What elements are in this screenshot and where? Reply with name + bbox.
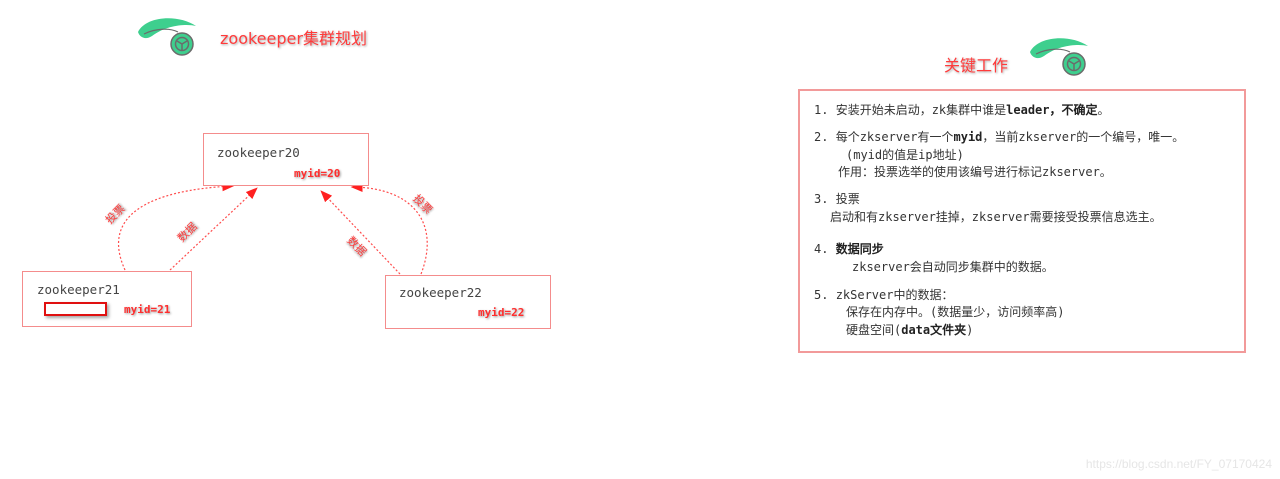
item-text: 投票 [835, 192, 860, 206]
item-5-sub-1: 保存在内存中。(数据量少，访问频率高) [846, 305, 1065, 319]
watermark: https://blog.csdn.net/FY_07170424 [1085, 457, 1272, 471]
key-work-title: 关键工作 [944, 56, 1009, 75]
edge-data-22-20 [320, 190, 401, 275]
edge-label-data: 数据 [174, 219, 200, 245]
item-text: 安装开始未启动，zk集群中谁是 [835, 103, 1007, 117]
node-name: zookeeper22 [399, 285, 482, 300]
item-4-sub-1: zkserver会自动同步集群中的数据。 [852, 260, 1054, 274]
key-work-box: 1. 安装开始未启动，zk集群中谁是leader，不确定。 2. 每个zkser… [798, 89, 1246, 353]
item-text: ) [966, 323, 974, 337]
myid-label: myid=21 [124, 303, 171, 316]
edge-label-vote: 投票 [102, 201, 128, 227]
node-zookeeper20: zookeeper20 myid=20 [203, 133, 369, 186]
item-text: 硬盘空间( [846, 323, 902, 337]
item-1: 1. 安装开始未启动，zk集群中谁是leader，不确定。 [814, 101, 1110, 118]
node-zookeeper22: zookeeper22 myid=22 [385, 275, 551, 329]
item-text: 。 [1097, 103, 1110, 117]
item-num: 1. [814, 103, 829, 117]
myid-label: myid=20 [294, 167, 341, 180]
item-3: 3. 投票 [814, 190, 860, 207]
item-bold: 数据同步 [835, 242, 884, 256]
myid-label: myid=22 [478, 306, 525, 319]
item-bold: myid [953, 130, 983, 144]
item-2: 2. 每个zkserver有一个myid，当前zkserver的一个编号，唯一。 [814, 128, 1184, 145]
node-name: zookeeper21 [37, 282, 120, 297]
item-5-sub-2: 硬盘空间(data文件夹) [846, 321, 973, 338]
item-num: 2. [814, 130, 829, 144]
item-3-sub-1: 启动和有zkserver挂掉，zkserver需要接受投票信息选主。 [830, 210, 1162, 224]
item-text: zkServer中的数据： [835, 288, 954, 302]
item-2-sub-1: (myid的值是ip地址) [846, 148, 964, 162]
item-5: 5. zkServer中的数据： [814, 286, 954, 303]
item-bold: leader，不确定 [1006, 103, 1098, 117]
item-num: 3. [814, 192, 829, 206]
item-text: ，当前zkserver的一个编号，唯一。 [982, 130, 1185, 144]
cluster-plan-title: zookeeper集群规划 [220, 29, 367, 48]
item-text: 每个zkserver有一个 [835, 130, 954, 144]
item-4: 4. 数据同步 [814, 240, 884, 257]
highlight-marker [44, 302, 107, 316]
edge-label-data: 数据 [344, 233, 370, 259]
item-num: 4. [814, 242, 829, 256]
node-zookeeper21: zookeeper21 myid=21 [22, 271, 192, 327]
item-2-sub-2: 作用：投票选举的使用该编号进行标记zkserver。 [838, 165, 1112, 179]
item-bold: data文件夹 [901, 323, 967, 337]
edge-vote-21-20 [118, 181, 235, 271]
node-name: zookeeper20 [217, 145, 300, 160]
item-num: 5. [814, 288, 829, 302]
edge-label-vote: 投票 [410, 191, 436, 217]
